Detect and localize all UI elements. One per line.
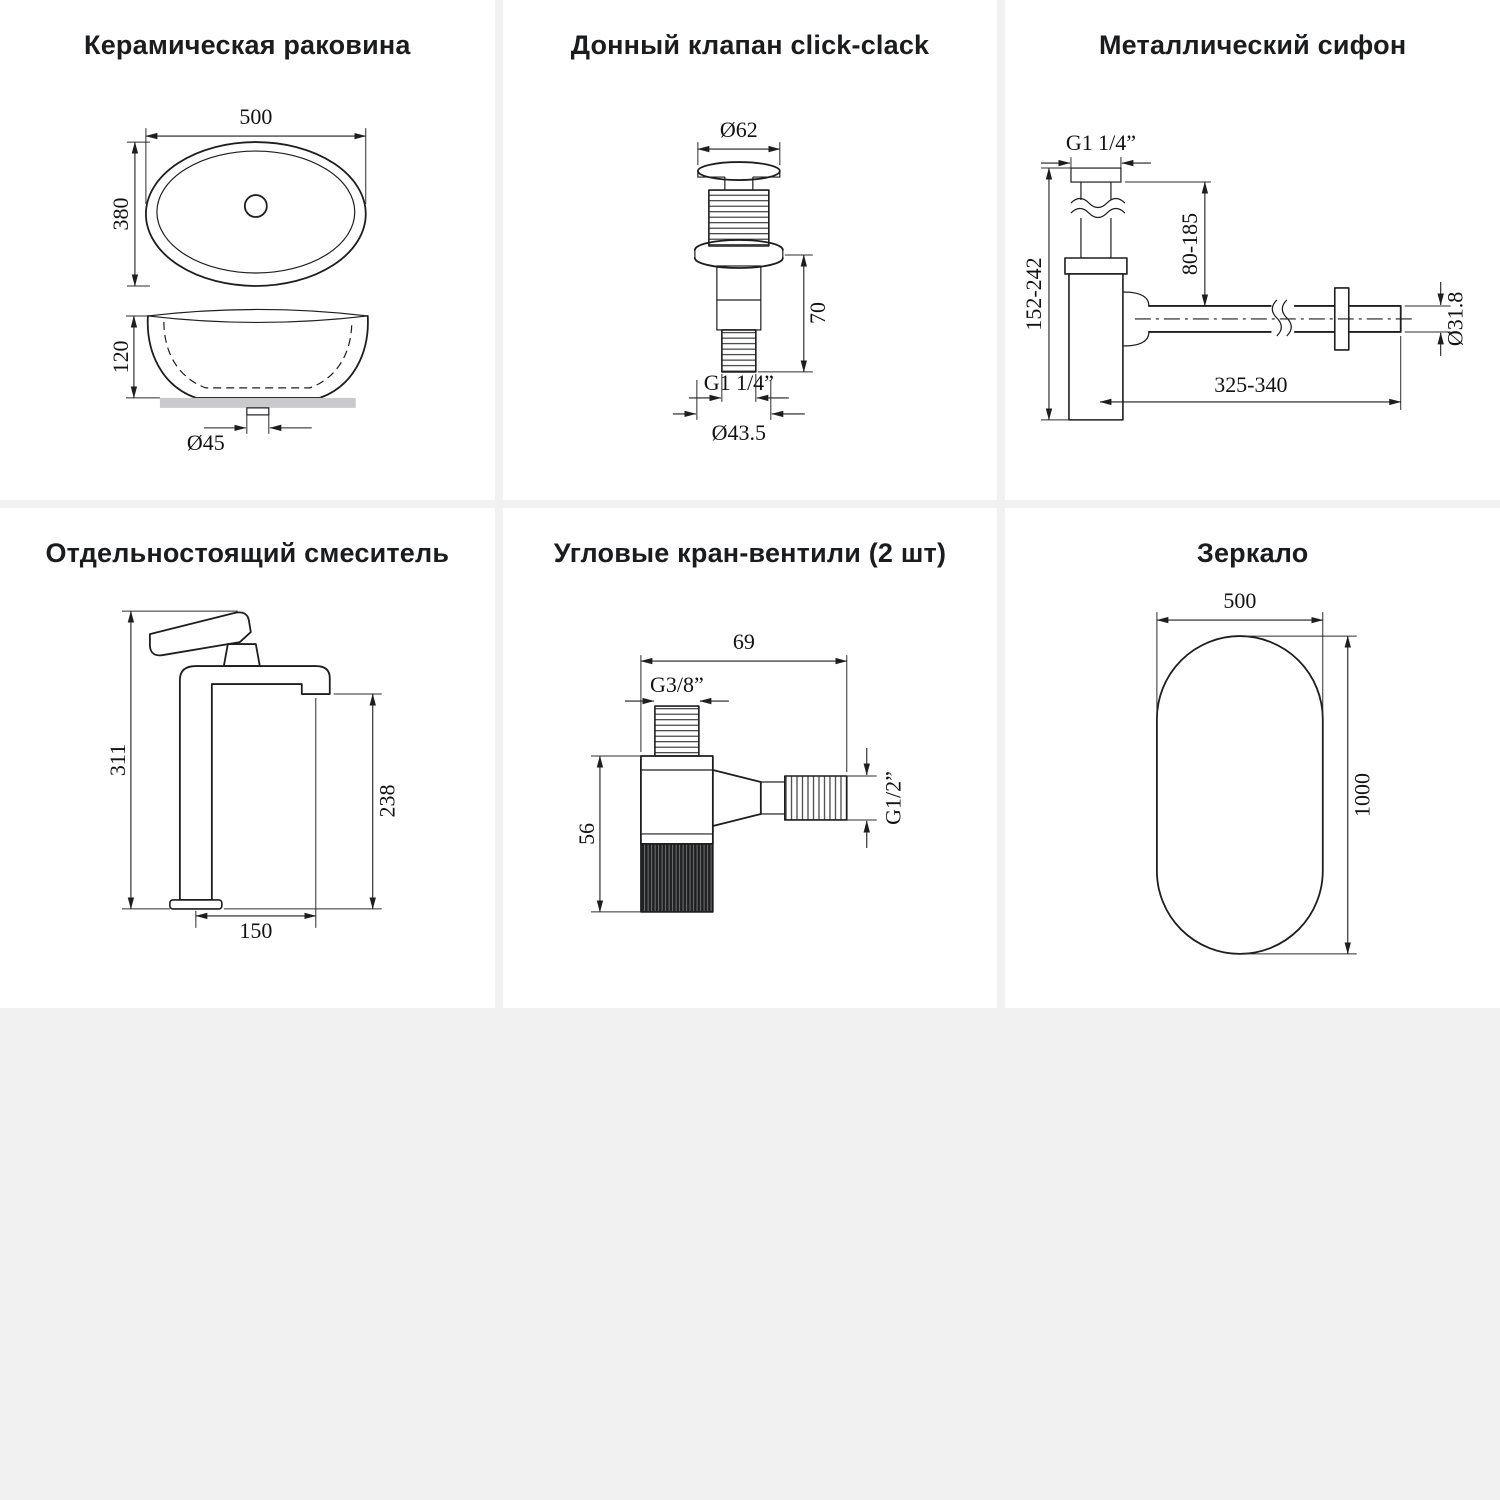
valve-body-diameter-dimension: Ø43.5 (672, 379, 805, 445)
sink-base-pad (159, 397, 356, 408)
dim-label: 1000 (1350, 773, 1375, 817)
dim-label: Ø62 (720, 117, 758, 142)
mixer-technical-drawing: 311 238 150 (105, 610, 400, 943)
dim-label: 500 (239, 104, 272, 129)
dim-label: 69 (733, 629, 755, 654)
dim-label: Ø31.8 (1443, 292, 1468, 346)
siphon-drawing (1064, 167, 1418, 421)
angle-valve-technical-drawing: 69 G3/8” 56 G1/2” (574, 629, 905, 913)
mirror-height-dimension: 1000 (1245, 635, 1375, 955)
siphon-inlet-dimension: 80-185 (1125, 181, 1212, 307)
siphon-thread-dimension: G1 1/4” (1041, 130, 1152, 169)
dim-label: 150 (239, 918, 272, 943)
panel-angle-valve-title: Угловые кран-вентили (2 шт) (553, 538, 947, 568)
sink-height-dimension: 120 (108, 315, 160, 399)
sink-top-view (144, 141, 367, 287)
mixer-spout-height-dimension: 238 (223, 693, 400, 910)
dim-label: Ø45 (187, 430, 225, 455)
siphon-height-dimension: 152-242 (1021, 167, 1072, 421)
sink-drain-dimension: Ø45 (187, 414, 312, 455)
dim-label: 311 (105, 744, 130, 776)
mirror-drawing (1156, 635, 1325, 955)
dim-label: 56 (574, 823, 599, 845)
drain-valve-technical-drawing: Ø62 70 G1 1/4” Ø43.5 (672, 117, 829, 445)
sink-depth-dimension: 380 (108, 141, 150, 287)
sink-drain-stub (246, 407, 270, 416)
valve-height-dimension: 70 (757, 254, 829, 373)
siphon-length-dimension: 325-340 (1099, 335, 1402, 410)
valve-outlet-thread-dimension: G1/2” (846, 748, 905, 848)
mirror-technical-drawing: 500 1000 (1156, 588, 1375, 955)
dim-label: 325-340 (1215, 372, 1288, 397)
spec-sheet-grid: Керамическая раковина 500 380 (0, 0, 1500, 1008)
siphon-technical-drawing: G1 1/4” 152-242 80-185 Ø31.8 (1021, 130, 1468, 421)
dim-label: G1 1/4” (703, 370, 773, 395)
panel-angle-valve: Угловые кран-вентили (2 шт) (502, 508, 998, 1008)
dim-label: 120 (108, 340, 133, 373)
dim-label: 380 (108, 198, 133, 231)
dim-label: 500 (1224, 588, 1257, 613)
dim-label: 152-242 (1021, 257, 1046, 330)
panel-siphon: Металлический сифон (1005, 0, 1500, 500)
valve-thread-dimension: G1 1/4” (688, 370, 789, 402)
valve-height-dimension: 56 (574, 755, 641, 913)
sink-side-view (146, 308, 369, 416)
panel-drain-valve-title: Донный клапан click-clack (570, 30, 930, 60)
dim-label: G3/8” (650, 672, 704, 697)
valve-length-dimension: 69 (640, 629, 847, 772)
panel-mixer-title: Отдельностоящий смеситель (45, 538, 450, 568)
panel-drain-valve: Донный клапан click-clack (502, 0, 998, 500)
panel-sink-title: Керамическая раковина (84, 30, 411, 60)
dim-label: G1 1/4” (1066, 130, 1136, 155)
panel-mirror-title: Зеркало (1196, 538, 1309, 568)
mixer-reach-dimension: 150 (195, 698, 317, 943)
panel-mixer: Отдельностоящий смеситель 311 (0, 508, 495, 1008)
sink-technical-drawing: 500 380 120 (108, 104, 369, 455)
mixer-base (169, 899, 223, 910)
dim-label: G1/2” (880, 771, 905, 825)
panel-mirror: Зеркало 500 1000 (1005, 508, 1500, 1008)
panel-sink: Керамическая раковина 500 380 (0, 0, 495, 500)
valve-cap-dimension: Ø62 (697, 117, 780, 166)
sink-width-dimension: 500 (145, 104, 367, 205)
valve-knurled-handle (639, 843, 714, 913)
mixer-drawing (148, 611, 331, 910)
dim-label: 238 (375, 784, 400, 817)
siphon-pipe-diameter-dimension: Ø31.8 (1405, 281, 1468, 356)
valve-inlet-thread-dimension: G3/8” (624, 672, 729, 705)
panel-siphon-title: Металлический сифон (1098, 30, 1407, 60)
valve-body-drawing (693, 161, 784, 373)
mixer-height-dimension: 311 (105, 610, 238, 910)
dim-label: 80-185 (1177, 213, 1202, 275)
angle-valve-drawing (639, 705, 848, 913)
mirror-width-dimension: 500 (1156, 588, 1324, 715)
dim-label: 70 (804, 302, 829, 324)
dim-label: Ø43.5 (711, 420, 765, 445)
